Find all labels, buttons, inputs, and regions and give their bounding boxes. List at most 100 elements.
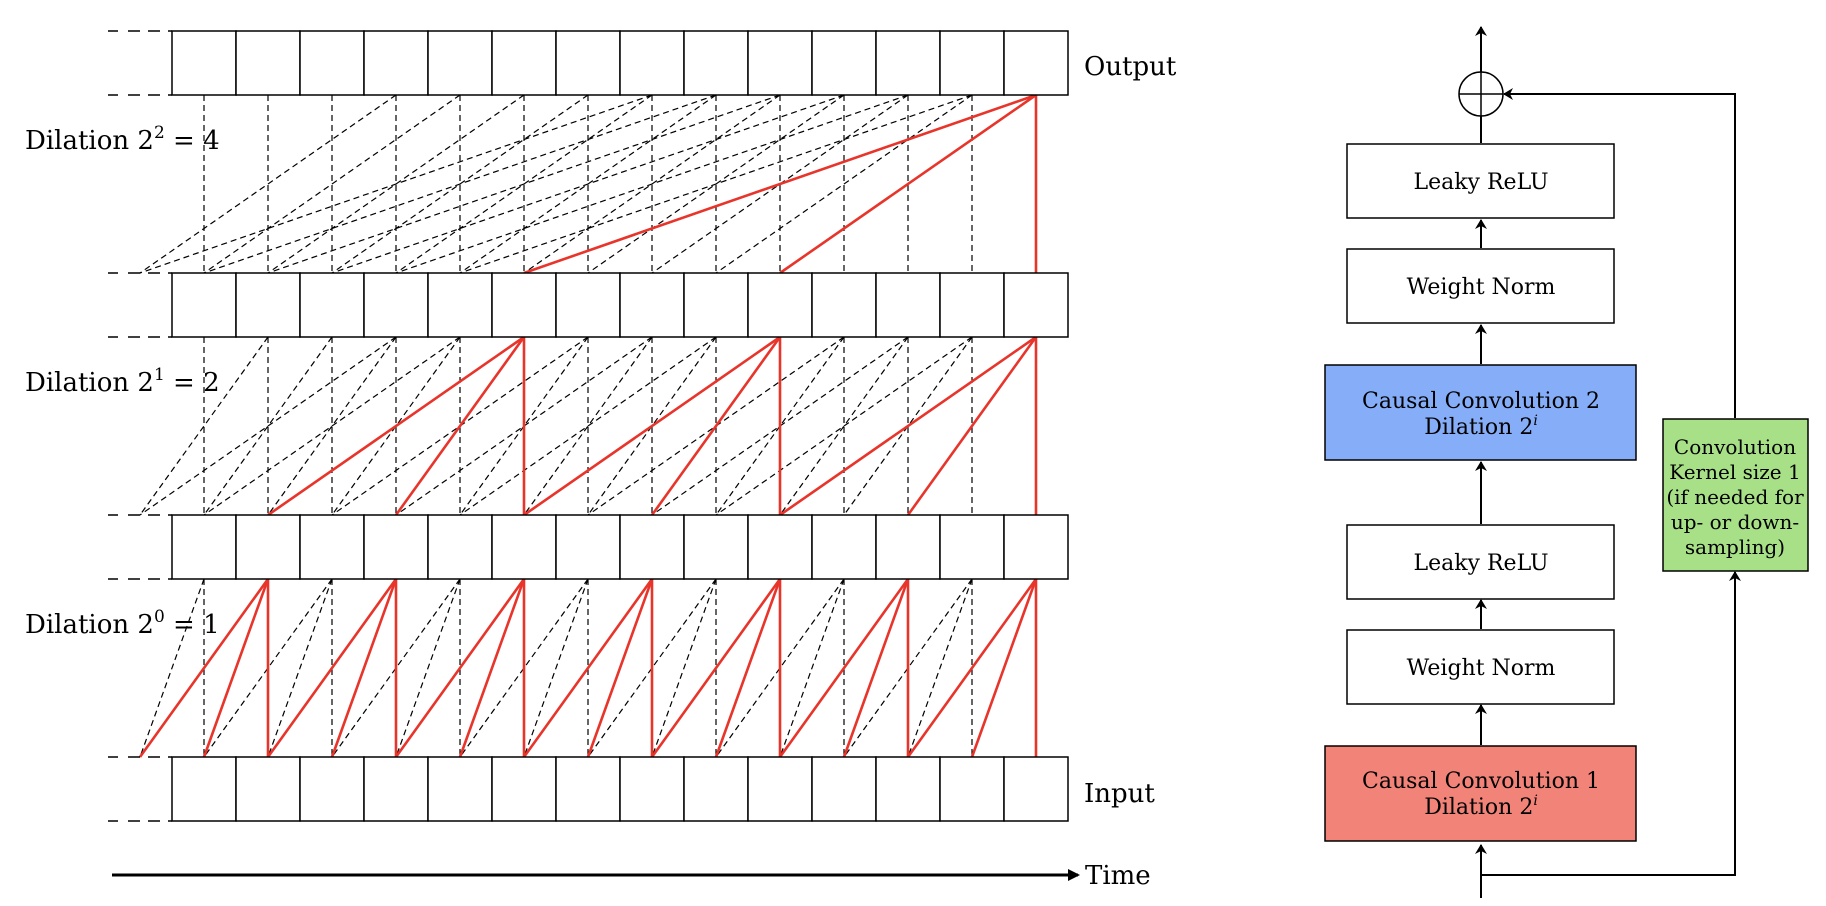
- sequence-cell: [875, 756, 941, 822]
- sequence-cell: [875, 272, 941, 338]
- dashed-connection: [523, 336, 653, 516]
- sequence-cell: [235, 272, 301, 338]
- sequence-cell: [1003, 30, 1069, 96]
- causal-conv-2-dilation: Dilation 2i: [1424, 413, 1538, 440]
- time-label: Time: [1085, 861, 1151, 891]
- sequence-cell: [1003, 756, 1069, 822]
- highlighted-connection: [394, 578, 526, 758]
- dashed-connection: [459, 94, 973, 274]
- highlighted-connection: [714, 578, 782, 758]
- dashed-connection: [139, 336, 397, 516]
- sequence-cell: [299, 756, 365, 822]
- dashed-connection: [203, 336, 461, 516]
- highlighted-connection: [778, 578, 910, 758]
- dashed-connection: [203, 336, 333, 516]
- highlighted-connection: [330, 578, 398, 758]
- sequence-cell: [491, 272, 557, 338]
- dashed-connection: [203, 94, 717, 274]
- causal-conv-1-block: Causal Convolution 1 Dilation 2i: [1324, 745, 1637, 842]
- leaky-relu-bottom-text: Leaky ReLU: [1413, 551, 1548, 576]
- output-label: Output: [1084, 52, 1177, 82]
- sequence-cell: [811, 272, 877, 338]
- dashed-connection: [139, 94, 397, 274]
- residual-line-1: Convolution: [1674, 435, 1796, 459]
- weight-norm-bottom-block: Weight Norm: [1346, 629, 1615, 705]
- sequence-cell: [1003, 272, 1069, 338]
- plus-circle-icon: [1458, 71, 1504, 117]
- dashed-connection: [843, 578, 973, 758]
- sequence-cell: [427, 756, 493, 822]
- dashed-connection: [331, 578, 461, 758]
- dashed-connection: [715, 94, 973, 274]
- sequence-cell: [427, 514, 493, 580]
- sequence-cell: [555, 756, 621, 822]
- residual-convolution-block: Convolution Kernel size 1 (if needed for…: [1662, 418, 1809, 572]
- sequence-cell: [363, 30, 429, 96]
- dashed-connection: [331, 336, 461, 516]
- sequence-cell: [491, 30, 557, 96]
- sequence-cell: [811, 514, 877, 580]
- weight-norm-bottom-text: Weight Norm: [1407, 656, 1556, 681]
- sequence-cell: [619, 272, 685, 338]
- highlighted-connection: [842, 578, 910, 758]
- sequence-row: [108, 30, 1069, 96]
- highlighted-connection: [970, 578, 1038, 758]
- dashed-connection: [907, 578, 973, 758]
- sequence-cell: [747, 514, 813, 580]
- residual-path-in: [1481, 571, 1741, 876]
- highlighted-connection: [523, 93, 1037, 275]
- residual-path-out: [1503, 88, 1736, 418]
- dashed-connection: [587, 578, 717, 758]
- sequence-cell: [363, 272, 429, 338]
- sequence-cell: [683, 30, 749, 96]
- dashed-connection: [267, 94, 781, 274]
- highlighted-connection: [906, 336, 1038, 516]
- highlighted-connection: [650, 336, 782, 516]
- highlighted-connection: [202, 578, 270, 758]
- leaky-relu-bottom-block: Leaky ReLU: [1346, 524, 1615, 600]
- dashed-connection: [203, 578, 333, 758]
- sequence-cell: [747, 30, 813, 96]
- dashed-connection: [459, 578, 589, 758]
- sequence-cell: [939, 514, 1005, 580]
- residual-line-2: Kernel size 1: [1669, 460, 1800, 484]
- sequence-cell: [491, 514, 557, 580]
- sequence-cell: [683, 272, 749, 338]
- causal-conv-1-title: Causal Convolution 1: [1362, 769, 1600, 794]
- residual-line-4: up- or down-: [1671, 510, 1799, 534]
- highlighted-connection: [267, 335, 525, 517]
- dashed-connection: [267, 578, 333, 758]
- highlighted-connection: [523, 335, 781, 517]
- highlighted-connection: [138, 578, 270, 758]
- sequence-cell: [619, 514, 685, 580]
- sequence-cell: [235, 756, 301, 822]
- sequence-cell: [811, 30, 877, 96]
- dashed-connection: [203, 94, 461, 274]
- dashed-connection: [715, 578, 845, 758]
- dashed-connection: [523, 578, 589, 758]
- sequence-cell: [619, 30, 685, 96]
- highlighted-connection: [586, 578, 654, 758]
- connections: [138, 93, 1038, 758]
- sequence-cell: [875, 30, 941, 96]
- sequence-cell: [683, 514, 749, 580]
- causal-conv-2-title: Causal Convolution 2: [1362, 389, 1600, 414]
- sequence-rows: [108, 30, 1069, 822]
- dashed-connection: [651, 578, 717, 758]
- weight-norm-top-block: Weight Norm: [1346, 248, 1615, 324]
- causal-conv-1-dilation: Dilation 2i: [1424, 793, 1538, 820]
- dashed-connection: [459, 336, 589, 516]
- sequence-row: [108, 272, 1069, 338]
- sequence-cell: [427, 272, 493, 338]
- dashed-connection: [459, 336, 717, 516]
- sequence-cell: [171, 514, 237, 580]
- sequence-cell: [299, 30, 365, 96]
- highlighted-connection: [650, 578, 782, 758]
- dashed-connection: [139, 578, 205, 758]
- leaky-relu-top-block: Leaky ReLU: [1346, 143, 1615, 219]
- weight-norm-top-text: Weight Norm: [1407, 275, 1556, 300]
- dashed-connection: [715, 336, 973, 516]
- sequence-cell: [171, 272, 237, 338]
- dashed-connection: [715, 336, 845, 516]
- sequence-cell: [939, 30, 1005, 96]
